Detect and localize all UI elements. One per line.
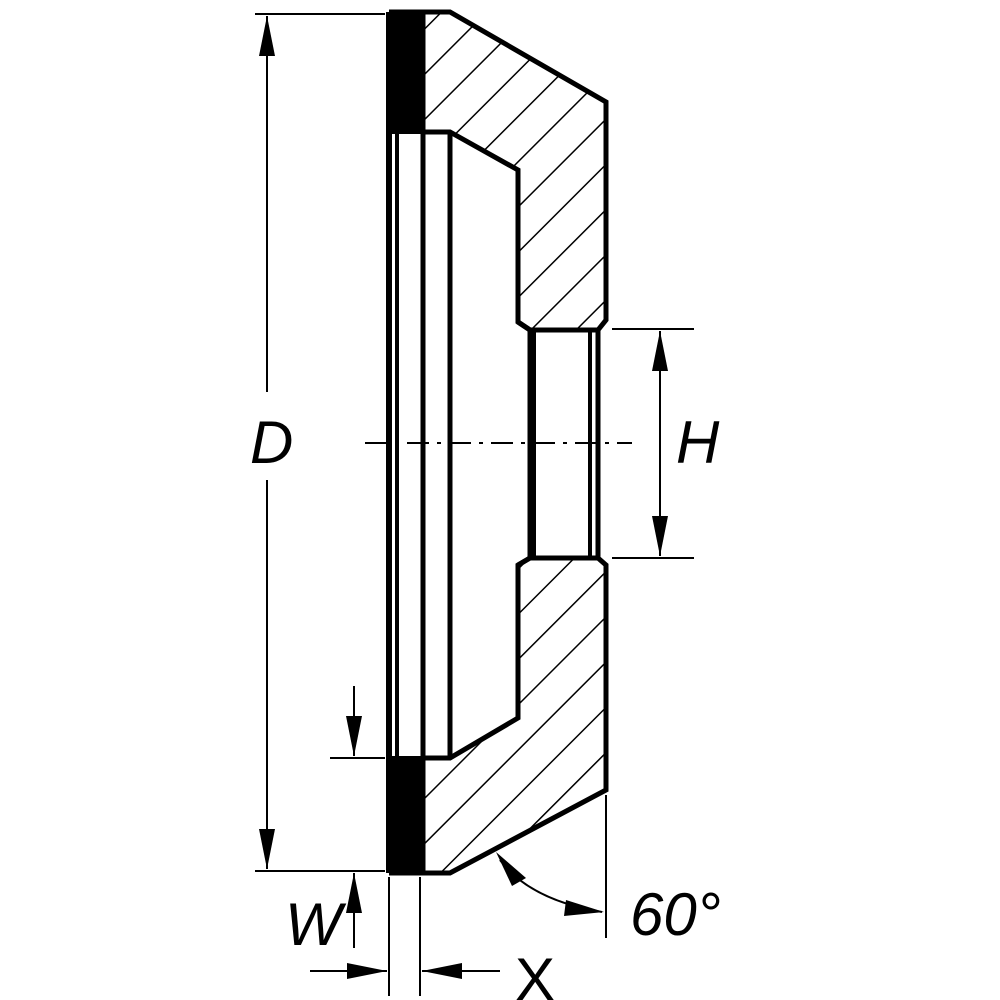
rim-bottom [389, 758, 423, 873]
angle-arrow-end [564, 900, 604, 916]
d-label: D [250, 409, 293, 476]
h-label: H [676, 409, 720, 476]
x-label: X [515, 946, 555, 1000]
w-arrow-bottom [346, 873, 362, 913]
w-arrow-top [346, 716, 362, 756]
angle-arrow-start [496, 852, 526, 886]
angle-arc [499, 859, 603, 913]
w-label: W [285, 891, 347, 958]
bore-edge [516, 319, 532, 333]
angle-label: 60° [630, 881, 721, 948]
x-arrow-right [422, 963, 462, 979]
d-arrow-top [259, 16, 275, 56]
d-arrow-bottom [259, 829, 275, 869]
h-arrow-bottom [652, 516, 668, 556]
bore-edge [516, 555, 532, 568]
rim-top [389, 12, 423, 132]
x-arrow-left [347, 963, 387, 979]
h-arrow-top [652, 331, 668, 371]
